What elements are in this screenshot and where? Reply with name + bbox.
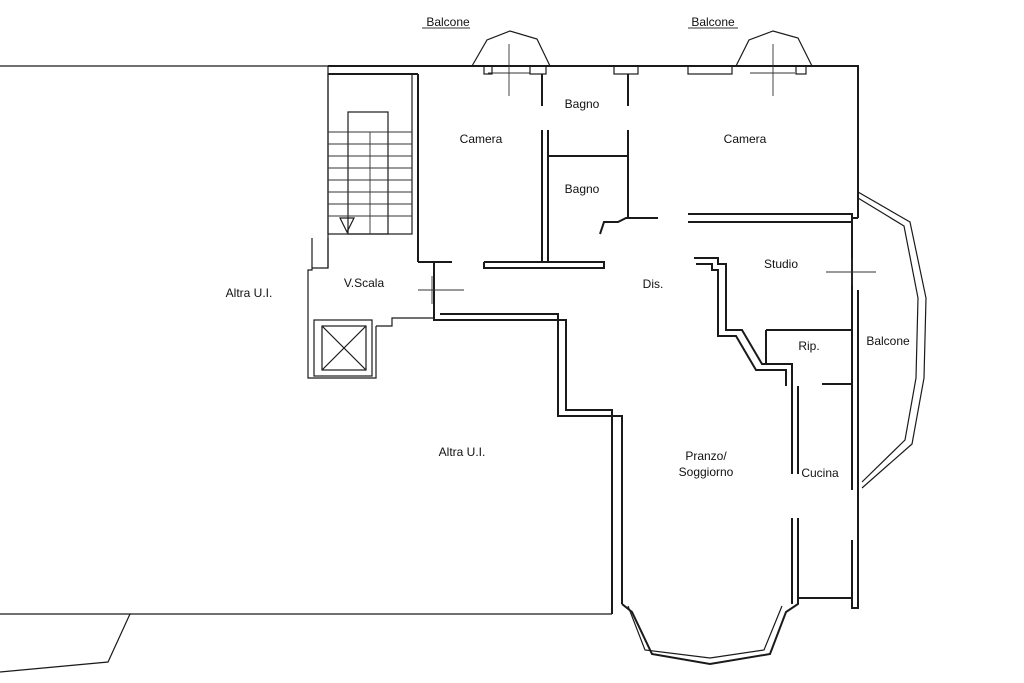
internal-walls [418,74,853,604]
label-balcone-top-left: Balcone [426,15,470,29]
label-cucina: Cucina [801,466,839,480]
balcone-top-right-shape [613,27,813,96]
label-camera-left: Camera [460,132,503,146]
room-labels: Balcone Balcone Bagno Camera Camera Bagn… [226,15,910,480]
stairwell [307,73,464,379]
label-altra-ui-center: Altra U.I. [439,445,486,459]
label-studio: Studio [764,257,798,271]
lift-shaft [313,319,373,377]
balcone-top-left-shape [422,27,551,96]
adjacent-unit-outline [0,65,612,673]
label-camera-right: Camera [724,132,767,146]
label-pranzo-line2: Soggiorno [679,465,734,479]
label-balcone-right: Balcone [866,334,910,348]
label-balcone-top-right: Balcone [691,15,735,29]
label-rip: Rip. [798,339,819,353]
label-bagno-mid: Bagno [565,182,600,196]
label-bagno-top: Bagno [565,97,600,111]
label-altra-ui-left: Altra U.I. [226,286,273,300]
label-v-scala: V.Scala [344,276,385,290]
balcone-right-shape [826,191,927,489]
label-pranzo-line1: Pranzo/ [685,449,727,463]
label-dis: Dis. [643,277,664,291]
